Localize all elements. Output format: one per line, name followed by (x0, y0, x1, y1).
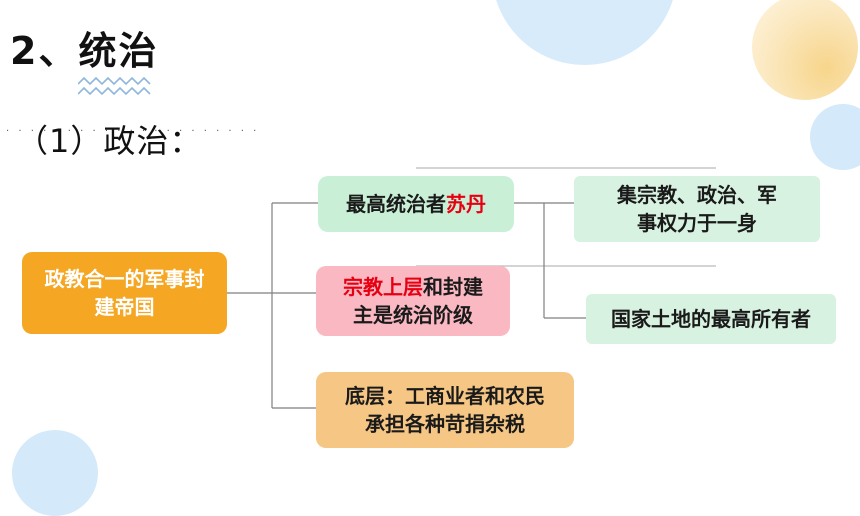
slide-subheading: （1）政治： (16, 122, 203, 160)
node-ruling-class: 宗教上层和封建 主是统治阶级 (316, 266, 510, 336)
decorative-circle-gold (752, 0, 858, 100)
decorative-circle-right (810, 104, 860, 170)
node-combined-powers-text: 集宗教、政治、军 事权力于一身 (617, 183, 777, 235)
node-bottom-class-text: 底层：工商业者和农民 承担各种苛捐杂税 (345, 384, 545, 436)
dotted-marker: · · · · · · · · · · · · · · · · · · · · … (6, 126, 260, 137)
node-highest-ruler: 最高统治者苏丹 (318, 176, 514, 232)
root-highlight: 政教合一 (44, 267, 125, 291)
wave-decoration-icon (78, 76, 151, 96)
slide-heading: 2、统治 (10, 29, 159, 73)
node-combined-powers: 集宗教、政治、军 事权力于一身 (574, 176, 820, 242)
node-ruling-class-highlight: 宗教上层 (343, 275, 423, 299)
node-bottom-class: 底层：工商业者和农民 承担各种苛捐杂税 (316, 372, 574, 448)
node-land-owner-text: 国家土地的最高所有者 (611, 307, 811, 331)
node-land-owner: 国家土地的最高所有者 (586, 294, 836, 344)
node-ruling-class-text: 和封建 主是统治阶级 (353, 275, 483, 327)
node-highest-ruler-text: 最高统治者 (346, 192, 446, 216)
node-highest-ruler-highlight: 苏丹 (446, 192, 486, 216)
root-node: 政教合一的军事封 建帝国 (22, 252, 227, 334)
root-text: 的军事封 建帝国 (94, 267, 205, 319)
